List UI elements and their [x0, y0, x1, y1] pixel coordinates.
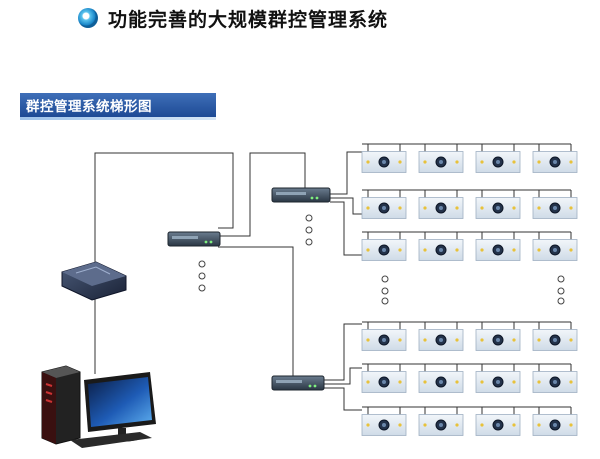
continuation-dots: [198, 214, 565, 305]
continuation-dot: [557, 287, 565, 295]
network-hub-icon: [271, 187, 331, 203]
fan-filter-unit-icon: [418, 371, 464, 393]
fan-filter-unit-icon: [475, 414, 521, 436]
fan-filter-unit-icon: [361, 197, 407, 219]
continuation-dot: [557, 275, 565, 283]
fan-filter-unit-icon: [532, 239, 578, 261]
fan-filter-unit-icon: [361, 371, 407, 393]
fan-filter-unit-icon: [361, 329, 407, 351]
fan-filter-unit-icon: [361, 151, 407, 173]
fan-filter-unit-icon: [418, 197, 464, 219]
continuation-dot: [305, 214, 313, 222]
ffu-unit-grid: [361, 151, 578, 436]
page-title: 功能完善的大规模群控管理系统: [78, 4, 388, 32]
fan-filter-unit-icon: [532, 371, 578, 393]
fan-filter-unit-icon: [475, 239, 521, 261]
fan-filter-unit-icon: [361, 414, 407, 436]
fan-filter-unit-icon: [418, 239, 464, 261]
network-hub-icon: [167, 231, 221, 247]
continuation-dot: [198, 260, 206, 268]
fan-filter-unit-icon: [532, 329, 578, 351]
continuation-dot: [198, 272, 206, 280]
continuation-dot: [557, 297, 565, 305]
continuation-dot: [381, 287, 389, 295]
fan-filter-unit-icon: [532, 151, 578, 173]
page-title-text: 功能完善的大规模群控管理系统: [108, 8, 389, 31]
fan-filter-unit-icon: [361, 239, 407, 261]
diagram-caption-banner: 群控管理系统梯形图: [20, 93, 216, 120]
fan-filter-unit-icon: [475, 151, 521, 173]
fan-filter-unit-icon: [418, 414, 464, 436]
fan-filter-unit-icon: [475, 197, 521, 219]
desktop-computer-icon: [41, 365, 156, 448]
continuation-dot: [305, 226, 313, 234]
network-hub-icon: [271, 375, 325, 391]
continuation-dot: [381, 297, 389, 305]
fan-filter-unit-icon: [418, 329, 464, 351]
fan-filter-unit-icon: [418, 151, 464, 173]
continuation-dot: [198, 284, 206, 292]
fan-filter-unit-icon: [475, 371, 521, 393]
fan-filter-unit-icon: [532, 197, 578, 219]
fan-filter-unit-icon: [475, 329, 521, 351]
continuation-dot: [381, 275, 389, 283]
fan-filter-unit-icon: [532, 414, 578, 436]
blue-circle-bullet-icon: [78, 8, 98, 28]
usb-converter-icon: [61, 261, 127, 301]
continuation-dot: [305, 238, 313, 246]
